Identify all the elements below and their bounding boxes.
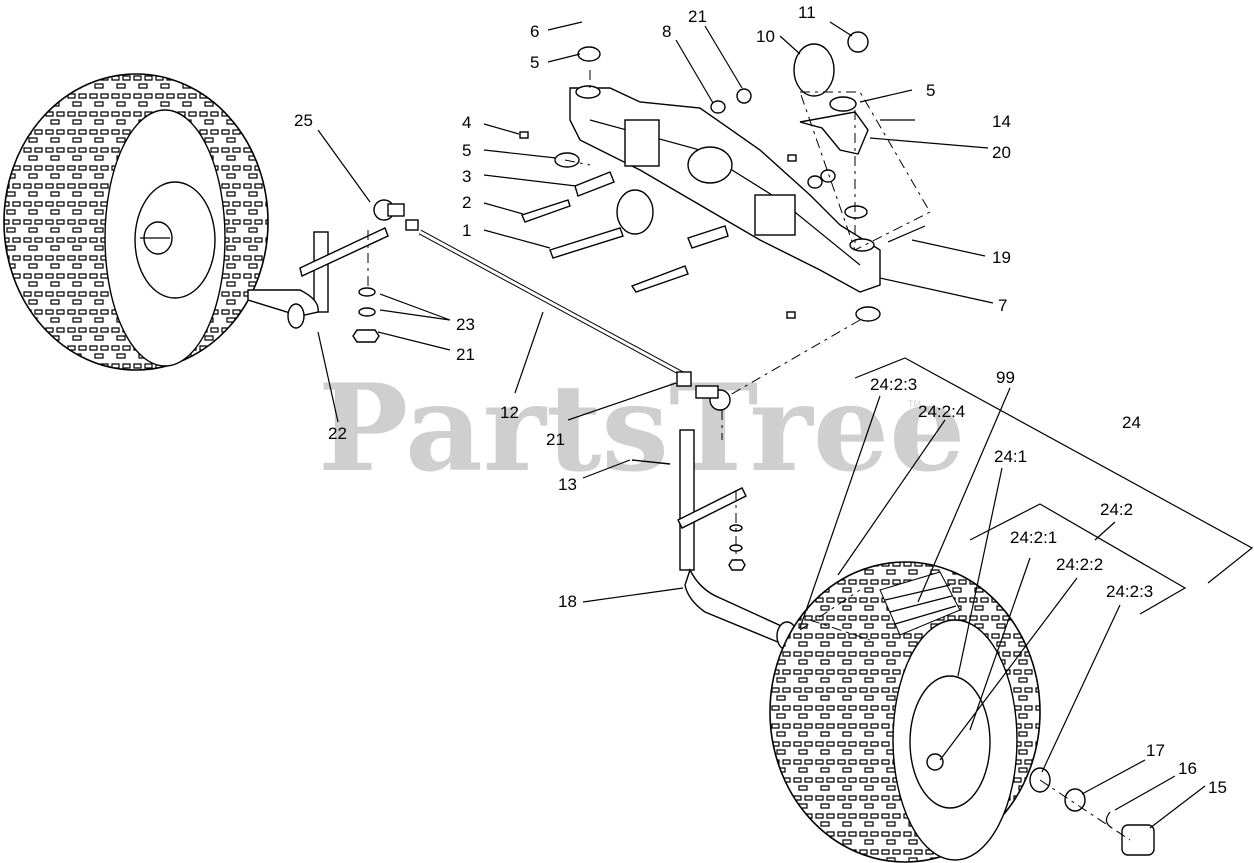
bracket-24 bbox=[854, 357, 1254, 584]
callout-1: 1 bbox=[462, 221, 471, 240]
callout-6: 6 bbox=[530, 22, 539, 41]
right-wheel bbox=[769, 561, 1041, 863]
callout-99: 99 bbox=[996, 368, 1015, 387]
tie-rod bbox=[373, 199, 731, 411]
watermark: PartsTree bbox=[318, 358, 965, 499]
callout-16: 16 bbox=[1178, 759, 1197, 778]
hub-parts bbox=[1029, 767, 1155, 856]
callout-21: 21 bbox=[456, 345, 475, 364]
callout-24-2-2: 24:2:2 bbox=[1056, 555, 1103, 574]
callout-4: 4 bbox=[462, 113, 471, 132]
callout-24-2-1: 24:2:1 bbox=[1010, 528, 1057, 547]
callout-24-2-3: 24:2:3 bbox=[1106, 582, 1153, 601]
callout-18: 18 bbox=[558, 592, 577, 611]
callout-21: 21 bbox=[546, 430, 565, 449]
callout-5: 5 bbox=[926, 81, 935, 100]
watermark-tm: TM bbox=[908, 399, 921, 409]
callout-17: 17 bbox=[1146, 741, 1165, 760]
callout-7: 7 bbox=[998, 296, 1007, 315]
callout-15: 15 bbox=[1208, 778, 1227, 797]
callout-12: 12 bbox=[500, 403, 519, 422]
callout-13: 13 bbox=[558, 475, 577, 494]
callout-5: 5 bbox=[462, 141, 471, 160]
callout-3: 3 bbox=[462, 167, 471, 186]
callout-24: 24 bbox=[1122, 413, 1141, 432]
bracket-24-2 bbox=[969, 503, 1187, 615]
left-wheel bbox=[3, 73, 269, 371]
assembly-lines bbox=[367, 70, 1131, 841]
callout-10: 10 bbox=[756, 27, 775, 46]
front-axle bbox=[569, 85, 881, 293]
callout-21: 21 bbox=[688, 7, 707, 26]
callout-11: 11 bbox=[798, 3, 816, 22]
callout-24-1: 24:1 bbox=[994, 447, 1027, 466]
leader-lines bbox=[317, 21, 1206, 829]
axle-hardware bbox=[352, 31, 926, 343]
left-spindle bbox=[247, 227, 389, 329]
callout-22: 22 bbox=[328, 424, 347, 443]
callout-24-2: 24:2 bbox=[1100, 500, 1133, 519]
callout-2: 2 bbox=[462, 193, 471, 212]
callout-14: 14 bbox=[992, 112, 1011, 131]
callout-labels: 6 5 8 21 10 11 5 4 14 5 20 3 2 1 25 19 7… bbox=[294, 3, 1227, 797]
callout-24-2-4: 24:2:4 bbox=[918, 402, 965, 421]
callout-24-2-3: 24:2:3 bbox=[870, 375, 917, 394]
callout-5: 5 bbox=[530, 53, 539, 72]
callout-20: 20 bbox=[992, 143, 1011, 162]
callout-19: 19 bbox=[992, 248, 1011, 267]
callout-23: 23 bbox=[456, 315, 475, 334]
callout-25: 25 bbox=[294, 111, 313, 130]
callout-8: 8 bbox=[662, 22, 671, 41]
